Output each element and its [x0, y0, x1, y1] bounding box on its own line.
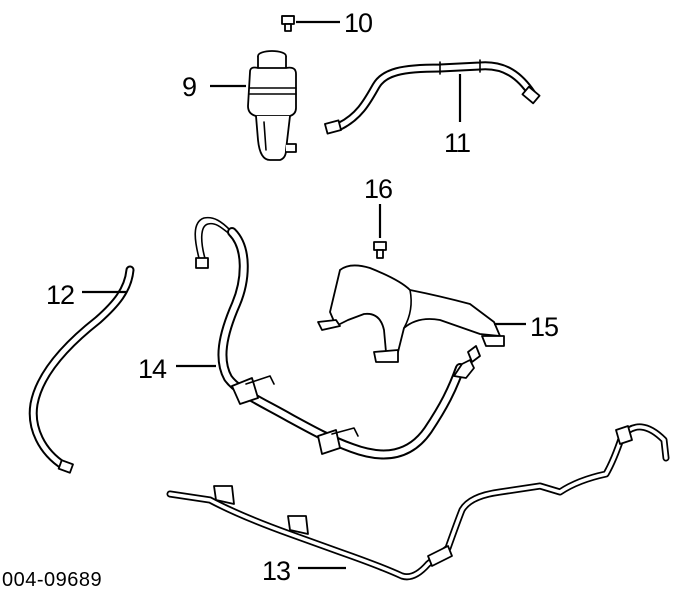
drawing-code: 004-09689: [2, 569, 102, 591]
hose-icon: [324, 59, 541, 135]
bolt-icon: [373, 241, 387, 259]
callout-10: 10: [344, 8, 372, 38]
callout-14: 14: [138, 354, 167, 384]
callout-12: 12: [46, 280, 74, 310]
callout-15: 15: [530, 312, 558, 342]
pressure-hose-icon: [194, 216, 481, 460]
callout-9: 9: [182, 72, 196, 102]
heat-shield-icon: [317, 264, 505, 363]
reservoir-icon: [247, 50, 297, 161]
callout-13: 13: [262, 556, 290, 586]
return-line-icon: [166, 423, 670, 581]
bolt-icon: [281, 15, 295, 32]
callout-11: 11: [444, 128, 470, 158]
hose-icon: [28, 265, 135, 474]
callout-16: 16: [364, 174, 392, 204]
